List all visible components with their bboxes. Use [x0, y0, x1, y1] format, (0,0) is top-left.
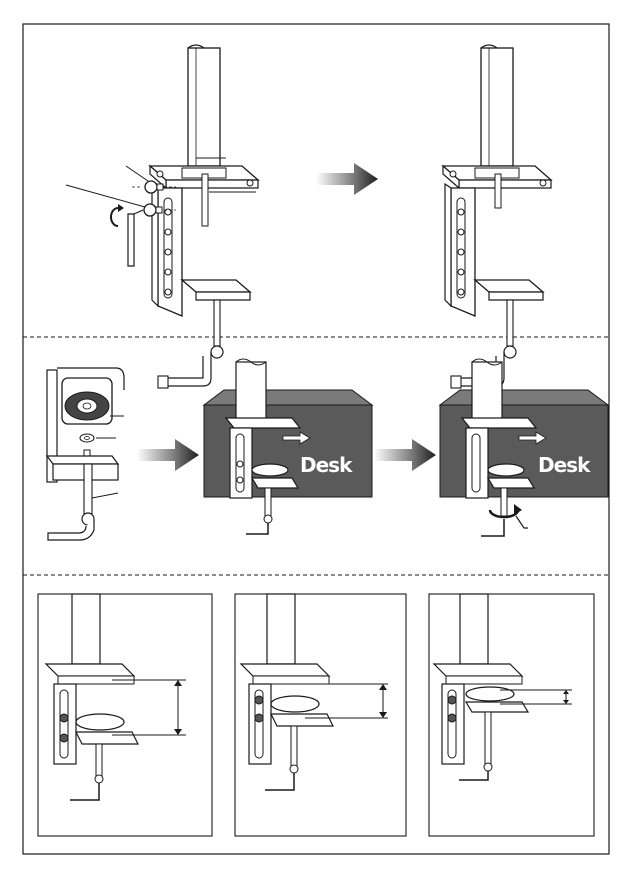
gradient-right-arrow — [374, 439, 436, 471]
gradient-right-arrow — [137, 439, 199, 471]
step-3-panel — [38, 594, 594, 836]
clamp-gap-large — [46, 594, 186, 800]
callout-line — [126, 166, 148, 181]
callout-line — [66, 185, 145, 207]
clamp-gap-medium — [241, 594, 388, 790]
gradient-right-arrow — [316, 163, 378, 195]
clamp-base-detail — [47, 368, 124, 540]
hex-key-icon — [128, 210, 143, 266]
step-2-panel: Desk Desk — [47, 359, 608, 540]
desk-label: Desk — [300, 453, 353, 477]
clamp-on-desk-before: Desk — [204, 359, 372, 534]
clamp-gap-small — [434, 594, 572, 780]
desk-label: Desk — [538, 453, 591, 477]
rotate-arrow-icon — [111, 204, 124, 226]
washer-icon — [80, 434, 94, 442]
